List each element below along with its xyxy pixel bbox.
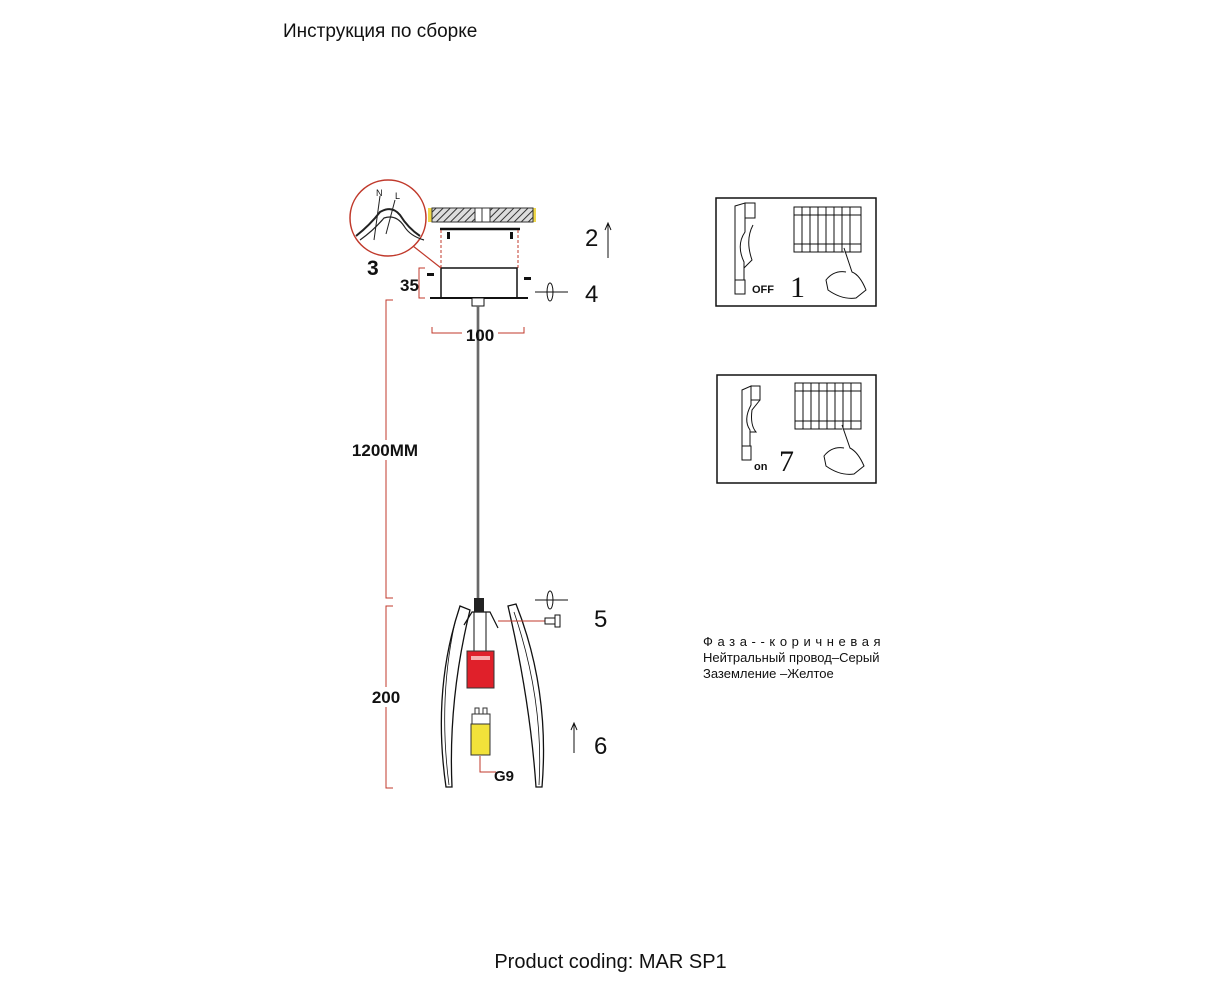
switch-on-label: on	[754, 461, 768, 473]
dimension-100: 100	[431, 326, 525, 345]
wire-neutral: Нейтральный провод–Серый	[703, 650, 880, 665]
switch-off-label: OFF	[752, 284, 774, 296]
ceiling-plate	[428, 207, 536, 223]
dimension-1200-label: 1200MM	[352, 441, 418, 460]
product-coding-text: Product coding: MAR SP1	[494, 951, 727, 973]
product-coding: Product coding: MAR SP1	[0, 951, 1223, 974]
breaker-bank	[793, 206, 862, 253]
dimension-100-label: 100	[466, 326, 494, 345]
hand-icon	[825, 247, 867, 299]
step-1-label: 1	[790, 271, 805, 304]
wiring-detail-circle: N L	[349, 179, 442, 269]
g9-bulb	[470, 707, 491, 756]
lamp-shade	[440, 598, 545, 788]
dimension-1200: 1200MM	[345, 299, 425, 599]
breaker-bank	[794, 382, 862, 430]
rotate-icon	[535, 282, 568, 302]
hand-icon	[823, 424, 865, 475]
detail-label-n: N	[376, 188, 383, 198]
page-title: Инструкция по сборке	[283, 21, 478, 42]
wire-ground: Заземление –Желтое	[703, 666, 834, 681]
mounting-bar	[440, 227, 520, 270]
wire-phase: Фаза--коричневая	[703, 634, 886, 649]
detail-label-l: L	[395, 191, 400, 201]
bulb-type-label: G9	[494, 768, 514, 785]
switch-off-panel: OFF 1	[715, 197, 877, 307]
step-2-label: 2	[585, 225, 598, 252]
dimension-200-label: 200	[372, 688, 400, 707]
dimension-35-label: 35	[400, 276, 419, 295]
wiring-legend: Фаза--коричневая Нейтральный провод–Серы…	[703, 634, 885, 682]
dimension-35: 35	[400, 267, 425, 299]
dimension-200: 200	[368, 605, 404, 789]
canopy	[427, 267, 531, 307]
step-7-label: 7	[779, 445, 794, 478]
step-3-label: 3	[367, 257, 379, 280]
step-4-label: 4	[585, 281, 598, 308]
step-5-label: 5	[594, 606, 607, 633]
screw-icon	[544, 614, 561, 628]
rotate-icon	[535, 590, 568, 610]
step-6-label: 6	[594, 733, 607, 760]
switch-on-panel: on 7	[716, 374, 877, 484]
